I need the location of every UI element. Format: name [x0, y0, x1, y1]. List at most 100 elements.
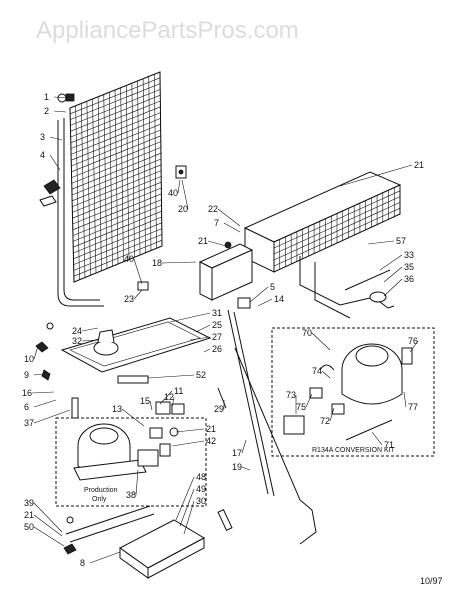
callout-leader: [339, 164, 413, 187]
callout-leader: [189, 336, 211, 341]
callout-number: 19: [232, 462, 242, 472]
compressor-base-plate: [63, 505, 206, 579]
callout-number: 25: [212, 320, 222, 330]
callout-leader: [89, 551, 121, 564]
callout-leader: [179, 488, 195, 527]
callout-number: 16: [22, 388, 32, 398]
callout-number: 71: [384, 440, 394, 450]
callout-number: 7: [214, 218, 219, 228]
callout-number: 20: [178, 204, 188, 214]
callout-number: 6: [24, 402, 29, 412]
callout-leader: [171, 396, 175, 409]
callout-number: 9: [24, 370, 29, 380]
callout-number: 17: [232, 448, 242, 458]
callout-number: 2: [44, 106, 49, 116]
callout-number: 29: [214, 404, 224, 414]
callout-leader: [33, 514, 63, 537]
conversion-kit: R134A CONVERSION KIT: [271, 327, 435, 457]
callout-number: 36: [404, 274, 414, 284]
drain-tube: [344, 269, 395, 309]
callout-leader: [329, 407, 335, 422]
callout-number: 27: [212, 332, 222, 342]
callout-leader: [257, 298, 273, 307]
callout-number: 5: [270, 282, 275, 292]
compressor-assembly: [55, 417, 207, 507]
callout-number: 21: [24, 510, 34, 520]
callout-leader: [33, 502, 63, 533]
callout-leader: [241, 466, 251, 471]
callout-number: 49: [196, 484, 206, 494]
callout-leader: [121, 408, 145, 427]
callout-number: 1: [44, 92, 49, 102]
condenser-coil: [57, 71, 163, 307]
callout-number: 42: [206, 436, 216, 446]
callout-leader: [161, 261, 197, 264]
callout-number: 12: [164, 392, 174, 402]
callout-leader: [149, 400, 153, 411]
callout-number: 73: [286, 390, 296, 400]
kit-label: R134A CONVERSION KIT: [312, 447, 396, 454]
callout-leader: [195, 324, 211, 333]
callout-leader: [383, 278, 403, 297]
callout-leader: [33, 373, 45, 376]
evaporator-coil: [243, 171, 402, 319]
callout-leader: [49, 154, 61, 171]
callout-number: 4: [40, 150, 45, 160]
callout-number: 48: [196, 472, 206, 482]
callout-leader: [403, 391, 407, 408]
callout-leader: [33, 526, 65, 547]
callout-number: 8: [80, 558, 85, 568]
callout-leader: [33, 399, 57, 408]
callout-leader: [159, 390, 173, 405]
callout-number: 52: [196, 370, 206, 380]
callout-leader: [133, 289, 143, 300]
callout-leader: [249, 286, 269, 303]
callout-number: 77: [408, 402, 418, 412]
callout-leader: [49, 136, 63, 141]
callout-number: 18: [152, 258, 162, 268]
callout-number: 72: [320, 416, 330, 426]
callout-number: 76: [408, 336, 418, 346]
callout-leader: [371, 431, 383, 446]
fan-motor-clip: [137, 165, 251, 309]
callout-number: 21: [206, 424, 216, 434]
callout-number: 11: [174, 386, 183, 396]
callout-leader: [175, 428, 205, 433]
callout-number: 14: [274, 294, 284, 304]
callout-leader: [53, 110, 67, 113]
condenser-mount-clips: [39, 93, 75, 207]
callout-leader: [305, 393, 313, 408]
callout-number: 40: [124, 254, 134, 264]
callout-number: 32: [72, 336, 82, 346]
callout-leader: [171, 440, 205, 447]
callout-number: 13: [112, 404, 122, 414]
callout-number: 3: [40, 132, 45, 142]
callout-number: 40: [168, 188, 178, 198]
callout-number: 22: [208, 204, 218, 214]
callout-leader: [177, 179, 181, 194]
callout-number: 35: [404, 262, 414, 272]
callout-number: 15: [140, 396, 150, 406]
callout-leader: [133, 258, 143, 285]
callout-leader: [409, 340, 419, 353]
callout-leader: [379, 254, 403, 271]
watermark-text: AppliancePartsPros.com: [36, 17, 299, 44]
callout-number: 30: [196, 496, 206, 506]
callout-leader: [81, 339, 99, 342]
callout-leader: [207, 240, 227, 247]
callout-leader: [175, 476, 195, 521]
defrost-heater: [117, 375, 149, 384]
callout-number: 31: [212, 308, 222, 318]
callout-number: 21: [414, 160, 424, 170]
callout-number: 39: [24, 498, 34, 508]
callout-leader: [367, 240, 395, 245]
callout-leader: [223, 222, 241, 233]
callout-number: 23: [124, 294, 134, 304]
callout-number: 38: [126, 490, 136, 500]
callout-leader: [169, 312, 211, 323]
part-callouts: 1234402021227211857333536402351431252726…: [22, 92, 424, 568]
evaporator-bracket: [198, 241, 254, 301]
production-note-line1: Production: [84, 487, 118, 494]
